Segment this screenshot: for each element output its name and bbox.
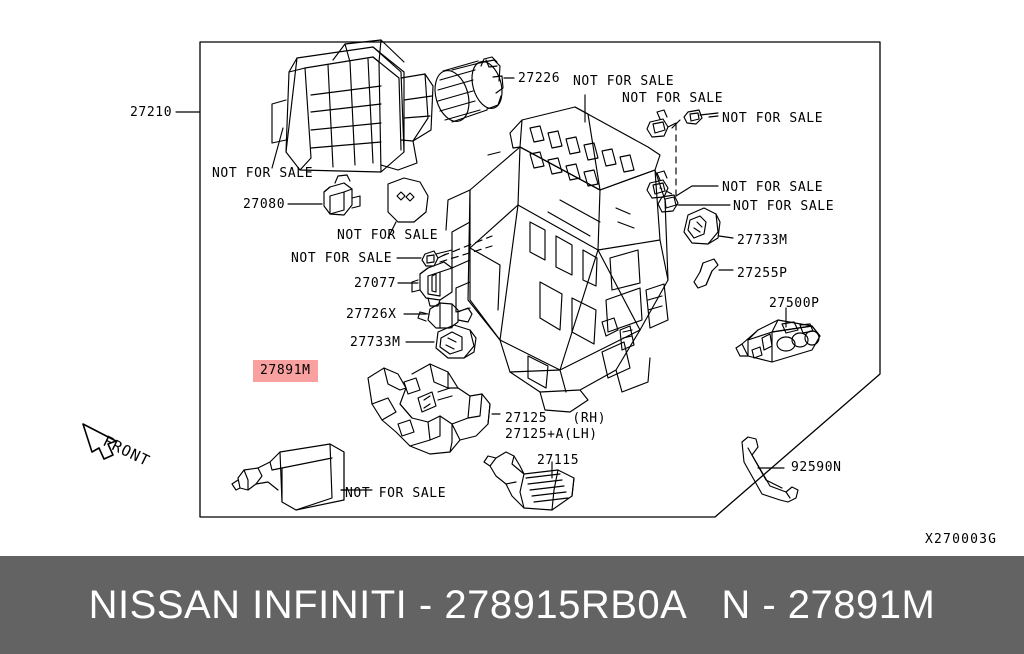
callout-27115: 27115: [537, 453, 580, 468]
footer-short-code: 27891M: [787, 582, 936, 627]
footer-caption: NISSAN INFINITI - 278915RB0A N - 27891M: [0, 556, 1024, 654]
footer-bar: NISSAN INFINITI - 278915RB0A N - 27891M: [0, 556, 1024, 654]
part-92590n: [741, 436, 799, 503]
callout-27125-rh: 27125 (RH): [505, 411, 607, 426]
part-27210-blower-case: [271, 39, 434, 173]
part-27077: [411, 261, 453, 307]
callout-27210: 27210: [130, 105, 173, 120]
callout-27733m-center: 27733M: [350, 335, 401, 350]
footer-brand: NISSAN INFINITI: [88, 582, 408, 627]
part-27726x: [417, 302, 473, 329]
callout-27226: 27226: [518, 71, 561, 86]
footer-part-number: 278915RB0A: [444, 582, 688, 627]
part-hvac-main-housing: [435, 106, 669, 413]
bolt-1: [646, 109, 669, 138]
footer-separator-1: -: [418, 582, 433, 627]
footer-prefix: N: [721, 582, 751, 627]
front-arrow: [82, 423, 117, 460]
part-27125: [367, 363, 491, 455]
callout-27891m-highlighted[interactable]: 27891M: [253, 360, 318, 382]
callout-27080: 27080: [243, 197, 286, 212]
part-27255p: [693, 258, 719, 289]
part-bolts-group: [646, 109, 731, 213]
callout-not-for-sale-6: NOT FOR SALE: [212, 166, 314, 181]
part-evaporator-nfs: [231, 443, 345, 511]
callout-27500p: 27500P: [769, 296, 820, 311]
callout-not-for-sale-2: NOT FOR SALE: [622, 91, 724, 106]
leader-dashed-clip: [441, 235, 493, 257]
footer-separator-2: -: [762, 582, 777, 627]
part-round-cover: [387, 177, 429, 223]
leader-dashed-left: [439, 245, 493, 263]
bolt-3: [646, 170, 669, 199]
part-27733m-right: [683, 207, 721, 245]
callout-not-for-sale-7: NOT FOR SALE: [337, 228, 439, 243]
diagram-code: X270003G: [925, 532, 998, 547]
part-27226-blower-motor: [434, 56, 504, 123]
callout-not-for-sale-9: NOT FOR SALE: [345, 486, 447, 501]
callout-not-for-sale-4: NOT FOR SALE: [722, 180, 824, 195]
diagram-frame: [199, 41, 881, 518]
leader-nfs-27210: [271, 127, 284, 169]
leader-27733m-right: [718, 235, 734, 239]
callout-27077: 27077: [354, 276, 397, 291]
bolt-4: [657, 194, 679, 213]
callout-27125a-lh: 27125+A(LH): [505, 427, 598, 442]
leader-nfs-cover: [387, 221, 397, 239]
part-small-clip: [421, 250, 447, 267]
callout-92590n: 92590N: [791, 460, 842, 475]
part-27733m-center: [435, 324, 477, 359]
callout-not-for-sale-3: NOT FOR SALE: [722, 111, 824, 126]
callout-not-for-sale-5: NOT FOR SALE: [733, 199, 835, 214]
leader-nfs4: [675, 185, 719, 197]
callout-not-for-sale-8: NOT FOR SALE: [291, 251, 393, 266]
leader-nfs3: [708, 115, 719, 118]
part-27080: [323, 174, 361, 216]
callout-not-for-sale-1: NOT FOR SALE: [573, 74, 675, 89]
part-27115: [483, 451, 575, 511]
part-27500p: [735, 319, 821, 363]
callout-27733m-right: 27733M: [737, 233, 788, 248]
callout-27726x: 27726X: [346, 307, 397, 322]
callout-27255p: 27255P: [737, 266, 788, 281]
